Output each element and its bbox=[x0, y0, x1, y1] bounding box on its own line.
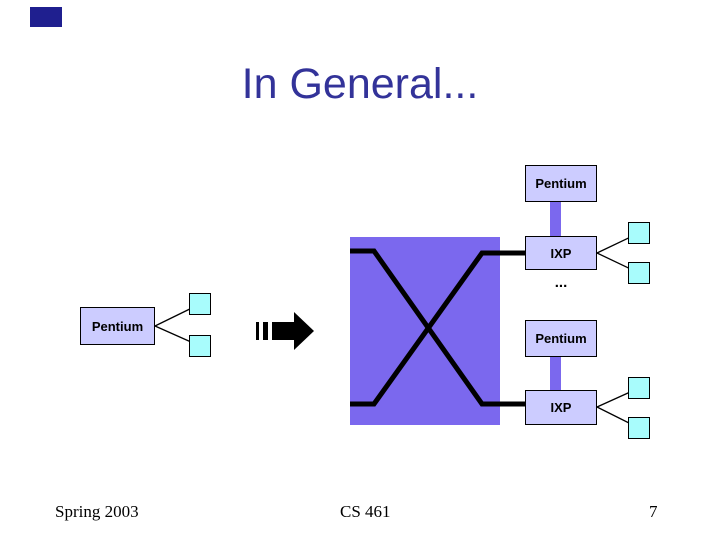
crossbar-x-lines bbox=[350, 248, 525, 407]
node-square bbox=[189, 335, 211, 357]
pentium-box-top-right-label: Pentium bbox=[535, 176, 587, 191]
ixp-box-bottom-label: IXP bbox=[550, 400, 572, 415]
pentium-ixp-connector-bottom bbox=[550, 356, 561, 391]
node-square bbox=[628, 222, 650, 244]
ellipsis-label: ... bbox=[554, 274, 568, 291]
pentium-box-bottom-right-label: Pentium bbox=[535, 331, 587, 346]
corner-accent-bar bbox=[30, 7, 62, 27]
ixp-box-top: IXP bbox=[525, 236, 597, 270]
node-square bbox=[628, 377, 650, 399]
footer-date: Spring 2003 bbox=[55, 502, 139, 521]
node-square bbox=[628, 262, 650, 284]
arrow-icon bbox=[256, 312, 314, 350]
pentium-box-left-label: Pentium bbox=[91, 318, 144, 334]
footer-page-number: 7 bbox=[649, 502, 658, 521]
pentium-ixp-connector-top bbox=[550, 202, 561, 237]
ixp-box-bottom: IXP bbox=[525, 390, 597, 425]
node-square bbox=[628, 417, 650, 439]
pentium-box-left: Pentium bbox=[80, 307, 155, 345]
node-square bbox=[189, 293, 211, 315]
crossbar-line bbox=[350, 250, 525, 407]
ixp-box-top-label: IXP bbox=[550, 245, 572, 261]
pentium-box-bottom-right: Pentium bbox=[525, 320, 597, 357]
pentium-box-top-right: Pentium bbox=[525, 165, 597, 202]
crossbar-line bbox=[350, 248, 525, 407]
page-title: In General... bbox=[241, 60, 479, 108]
footer-course: CS 461 bbox=[340, 502, 391, 521]
